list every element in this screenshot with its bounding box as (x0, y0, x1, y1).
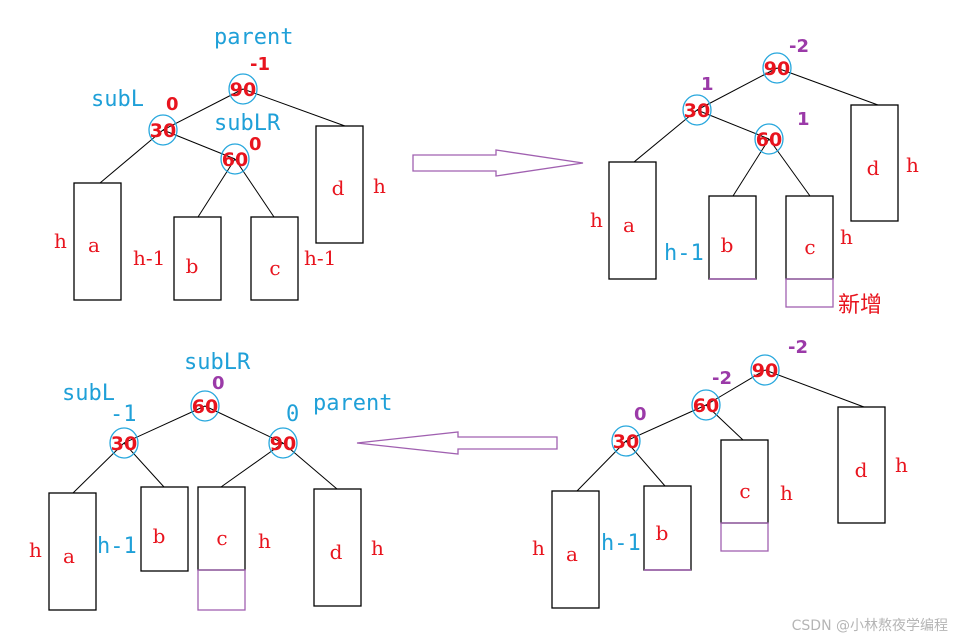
bf-30: -1 (110, 402, 137, 427)
subtree-c-label: c (739, 479, 750, 503)
node-60: 60 (756, 129, 782, 151)
subtree-a-label: a (566, 542, 578, 566)
panel-3-after-left-rotation: 90 60 30 -2 -2 0 a b c d h h-1 h h (532, 337, 908, 609)
subtree-d-box (837, 406, 886, 524)
node-90-circle (750, 354, 780, 386)
subtree-b-box (173, 216, 222, 301)
node-90: 90 (764, 58, 790, 80)
subtree-a-box (608, 161, 657, 280)
node-30-circle (109, 427, 139, 459)
label-subLR: subLR (214, 111, 281, 136)
subtree-b-label: b (186, 254, 199, 278)
height-a: h (29, 538, 42, 562)
subtree-d-label: d (332, 176, 345, 200)
bf-60: -2 (712, 368, 732, 389)
node-60-circle (220, 143, 250, 175)
label-parent: parent (313, 391, 392, 416)
new-node-box (785, 278, 834, 308)
bf-60: 0 (249, 134, 262, 155)
subtree-d-label: d (855, 458, 868, 482)
label-subL: subL (91, 87, 144, 112)
arrow-left (356, 431, 558, 455)
subtree-c-label: c (216, 526, 227, 550)
bf-30: 0 (634, 404, 647, 425)
node-30: 30 (684, 100, 710, 122)
subtree-a-box (551, 490, 600, 609)
node-90: 90 (752, 360, 778, 382)
label-subLR: subLR (184, 350, 251, 375)
height-c: h (258, 529, 271, 553)
bf-30: 1 (701, 74, 714, 95)
bf-90: -2 (788, 337, 808, 358)
height-d: h (371, 536, 384, 560)
node-30: 30 (150, 120, 176, 142)
node-30: 30 (111, 433, 137, 455)
label-subL: subL (62, 381, 115, 406)
node-90-circle (228, 73, 258, 105)
panel-2-after-insert: 90 30 60 -2 1 1 a b c d h h-1 h h 新增 (590, 36, 919, 318)
height-c: h-1 (304, 246, 336, 270)
node-90-circle (268, 427, 298, 459)
node-60-circle (754, 123, 784, 155)
subtree-b-label: b (153, 524, 166, 548)
bf-30: 0 (166, 94, 179, 115)
label-parent: parent (214, 25, 293, 50)
subtree-d-box (315, 125, 364, 244)
subtree-d-box (850, 104, 899, 222)
node-60: 60 (192, 396, 218, 418)
node-60: 60 (222, 149, 248, 171)
height-b: h-1 (601, 531, 641, 556)
height-c: h (840, 225, 853, 249)
node-90: 90 (230, 79, 256, 101)
node-30-circle (682, 94, 712, 126)
arrow-right (412, 149, 584, 177)
node-30-circle (611, 425, 641, 457)
subtree-b-label: b (721, 233, 734, 257)
height-b: h-1 (133, 246, 165, 270)
watermark: CSDN @小林熬夜学编程 (792, 618, 948, 634)
subtree-c-label: c (804, 235, 815, 259)
node-90-circle (762, 52, 792, 84)
label-new: 新增 (838, 293, 882, 318)
node-30: 30 (613, 431, 639, 453)
node-60-circle (190, 390, 220, 422)
bf-90: 0 (286, 402, 299, 427)
height-a: h (54, 229, 67, 253)
panel-4-after-right-rotation: 60 30 90 0 -1 0 subLR subL parent a b c … (29, 350, 392, 611)
new-node-box (197, 569, 246, 611)
bf-90: -2 (789, 36, 809, 57)
height-a: h (532, 536, 545, 560)
panel-1-before-insert: 90 30 60 -1 0 0 parent subL subLR a b c … (54, 25, 386, 301)
node-60-circle (691, 389, 721, 421)
subtree-d-label: d (330, 540, 343, 564)
subtree-c-label: c (269, 256, 280, 280)
height-d: h (895, 453, 908, 477)
bf-90: -1 (250, 54, 270, 75)
node-30-circle (148, 114, 178, 146)
new-node-box (720, 522, 769, 552)
subtree-d-box (313, 488, 362, 607)
bf-60: 1 (797, 109, 810, 130)
subtree-a-label: a (88, 233, 100, 257)
subtree-a-label: a (623, 213, 635, 237)
subtree-a-box (48, 492, 97, 611)
node-60: 60 (693, 395, 719, 417)
height-b: h-1 (664, 241, 704, 266)
bf-60: 0 (212, 373, 225, 394)
height-d: h (373, 174, 386, 198)
height-c: h (780, 481, 793, 505)
height-a: h (590, 208, 603, 232)
node-90: 90 (270, 433, 296, 455)
subtree-a-box (73, 182, 122, 301)
subtree-d-label: d (867, 156, 880, 180)
subtree-c-box (250, 216, 299, 301)
subtree-b-box (140, 486, 189, 572)
height-b: h-1 (97, 534, 137, 559)
subtree-a-label: a (63, 544, 75, 568)
subtree-b-label: b (656, 521, 669, 545)
height-d: h (906, 153, 919, 177)
